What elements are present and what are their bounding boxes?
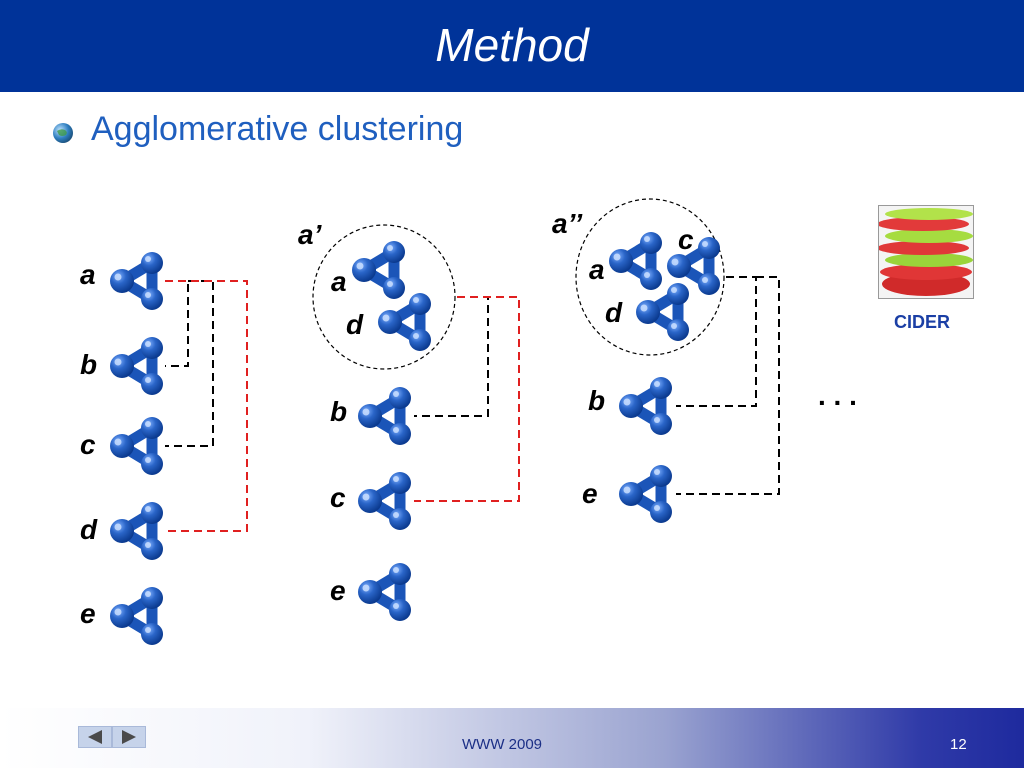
footer-venue: WWW 2009 <box>462 736 543 753</box>
node-icon <box>358 563 411 621</box>
node-icon <box>110 337 163 395</box>
node-icon <box>110 502 163 560</box>
step1-label-e: e <box>80 598 96 629</box>
step3-cluster-member-d: d <box>605 297 623 328</box>
node-icon <box>636 283 689 341</box>
bullet-heading: Agglomerative clustering <box>91 110 464 148</box>
footer <box>0 708 1024 768</box>
ellipsis: . . . <box>818 380 857 411</box>
step3-cluster-label: a’’ <box>552 208 583 239</box>
step3-cluster-member-c: c <box>678 224 694 255</box>
step2-cluster-label: a’ <box>298 219 323 250</box>
step2-links <box>414 296 520 502</box>
page-number: 12 <box>950 736 967 753</box>
node-icon <box>619 377 672 435</box>
cider-caption: CIDER <box>893 312 950 332</box>
node-icon <box>358 387 411 445</box>
triangle-right-icon <box>122 730 136 744</box>
step1-links <box>165 280 248 532</box>
step1-label-a: a <box>80 259 96 290</box>
cider-logo <box>878 205 974 299</box>
step2-label-b: b <box>330 396 347 427</box>
next-slide-button[interactable] <box>112 726 146 748</box>
title-bar: Method <box>0 0 1024 92</box>
node-icon <box>609 232 662 290</box>
step1-label-b: b <box>80 349 97 380</box>
step3-label-e: e <box>582 478 598 509</box>
step3-label-b: b <box>588 385 605 416</box>
step2-label-c: c <box>330 482 346 513</box>
cluster-outline <box>312 224 456 370</box>
node-icon <box>358 472 411 530</box>
node-icon <box>619 465 672 523</box>
node-icon <box>352 241 405 299</box>
step2-label-e: e <box>330 575 346 606</box>
node-icon <box>110 417 163 475</box>
node-icon <box>378 293 431 351</box>
bullet-icon <box>53 123 73 143</box>
slide-title: Method <box>435 19 589 71</box>
step1-label-c: c <box>80 429 96 460</box>
step3-cluster-member-a: a <box>589 254 605 285</box>
step3-links <box>676 276 780 495</box>
previous-slide-button[interactable] <box>78 726 112 748</box>
step2-cluster-member-d: d <box>346 309 364 340</box>
cluster-outline <box>575 198 725 356</box>
triangle-left-icon <box>88 730 102 744</box>
node-icon <box>110 587 163 645</box>
step1-label-d: d <box>80 514 98 545</box>
node-icon <box>110 252 163 310</box>
step2-cluster-member-a: a <box>331 266 347 297</box>
